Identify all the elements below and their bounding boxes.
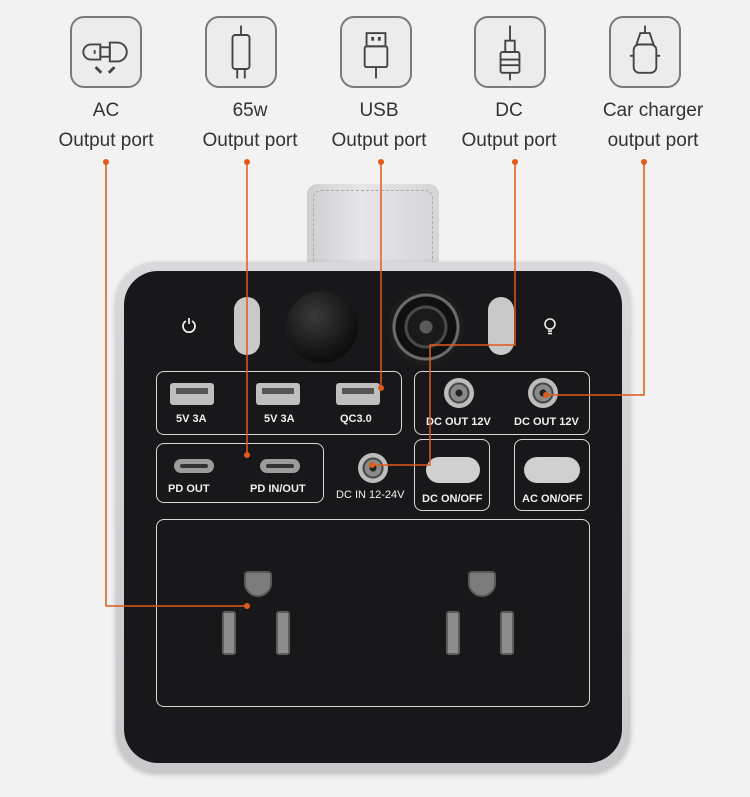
usb-c-port[interactable] [174, 459, 214, 473]
usb-label: USB [359, 100, 399, 121]
usb-qc-port[interactable] [336, 383, 380, 405]
dc-out-label: DC OUT 12V [514, 416, 579, 428]
power-icon [181, 317, 197, 334]
usb-c-port-label: PD OUT [168, 483, 210, 495]
ac-slot [446, 611, 460, 655]
car-charger-icon [609, 16, 681, 88]
dc-in-port[interactable] [358, 453, 388, 483]
light-lens [388, 289, 464, 365]
usb-a-port-label: 5V 3A [176, 413, 207, 425]
ac-sublabel: Output port [58, 130, 154, 151]
light-button[interactable] [488, 297, 514, 355]
ac-plug-icon [70, 16, 142, 88]
usb-a-port[interactable] [170, 383, 214, 405]
usb-sublabel: Output port [331, 130, 427, 151]
ac-outlet-group [156, 519, 590, 707]
dc-out-port[interactable] [444, 378, 474, 408]
ac-label: AC [92, 100, 120, 121]
ac-ground-pin [468, 571, 496, 597]
usb-a-port-label: 5V 3A [264, 413, 295, 425]
ac-outlet[interactable] [218, 571, 298, 661]
car-label: Car charger [602, 100, 704, 121]
usb-cable-icon [340, 16, 412, 88]
ac-slot [500, 611, 514, 655]
dc-out-label: DC OUT 12V [426, 416, 491, 428]
callout-dot [512, 159, 518, 165]
callout-dot [641, 159, 647, 165]
light-icon [542, 317, 558, 335]
ac-slot [276, 611, 290, 655]
dc-cable-icon [474, 16, 546, 88]
usb-c-port[interactable] [260, 459, 300, 473]
display-screen [286, 291, 358, 363]
ac-switch-button[interactable] [524, 457, 580, 483]
dc-switch-button[interactable] [426, 457, 480, 483]
ac-slot [222, 611, 236, 655]
ac-switch-group [514, 439, 590, 511]
pd-label: 65w [232, 100, 268, 121]
usb-qc-port-label: QC3.0 [340, 413, 372, 425]
power-station: 5V 3A 5V 3A QC3.0 PD OUT PD IN/OUT DC IN… [116, 262, 630, 772]
usb-c-port-label: PD IN/OUT [250, 483, 306, 495]
car-sublabel: output port [607, 130, 699, 151]
ac-outlet[interactable] [442, 571, 522, 661]
dc-label: DC [495, 100, 523, 121]
dc-sublabel: Output port [461, 130, 557, 151]
usb-c-cable-icon [205, 16, 277, 88]
dc-out-port[interactable] [528, 378, 558, 408]
ac-ground-pin [244, 571, 272, 597]
power-button[interactable] [234, 297, 260, 355]
pd-sublabel: Output port [202, 130, 298, 151]
front-panel: 5V 3A 5V 3A QC3.0 PD OUT PD IN/OUT DC IN… [124, 271, 622, 763]
dc-in-label: DC IN 12-24V [336, 489, 405, 501]
ac-switch-label: AC ON/OFF [522, 493, 583, 505]
callout-dot [103, 159, 109, 165]
usb-a-port[interactable] [256, 383, 300, 405]
callout-dot [244, 159, 250, 165]
dc-switch-label: DC ON/OFF [422, 493, 483, 505]
callout-dot [378, 159, 384, 165]
